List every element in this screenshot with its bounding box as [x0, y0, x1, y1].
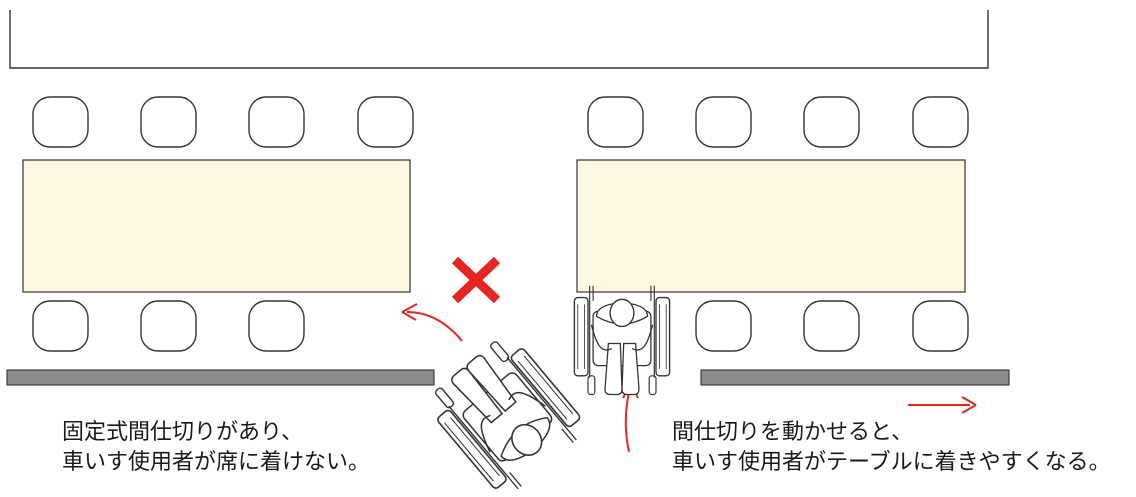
- wheelchair-user-icon: [421, 329, 591, 497]
- blocked-route-arrow: [401, 303, 463, 342]
- caption-line: 固定式間仕切りがあり、: [62, 420, 304, 445]
- chair: [803, 96, 860, 148]
- room-wall: [9, 10, 989, 69]
- caption-fixed-partition: 固定式間仕切りがあり、 車いす使用者が席に着けない。: [62, 418, 370, 478]
- chair: [248, 300, 305, 352]
- right-seating-group: [576, 96, 1010, 386]
- chair: [803, 300, 860, 352]
- chair: [140, 300, 197, 352]
- left-seating-group: [6, 96, 435, 386]
- partition-slide-arrow: [908, 396, 977, 414]
- left-table: [22, 159, 411, 293]
- chair: [912, 96, 969, 148]
- right-table: [576, 159, 966, 293]
- chair: [357, 96, 414, 148]
- wheelchair-user-icon: [573, 285, 671, 396]
- caption-line: 車いす使用者が席に着けない。: [62, 450, 371, 475]
- chair: [912, 300, 969, 352]
- chair: [32, 300, 89, 352]
- caption-line: 間仕切りを動かせると、: [672, 420, 914, 445]
- chair: [695, 96, 752, 148]
- right-bottom-chairs: [695, 300, 969, 352]
- left-top-chairs: [32, 96, 414, 148]
- left-bottom-chairs: [32, 300, 305, 352]
- chair: [695, 300, 752, 352]
- caption-movable-partition: 間仕切りを動かせると、 車いす使用者がテーブルに着きやすくなる。: [672, 418, 1111, 478]
- movable-partition: [700, 369, 1010, 386]
- fixed-partition: [6, 369, 435, 386]
- right-top-chairs: [587, 96, 969, 148]
- cross-mark-icon: [451, 256, 501, 304]
- chair: [140, 96, 197, 148]
- chair: [248, 96, 305, 148]
- chair: [587, 96, 644, 148]
- chair: [32, 96, 89, 148]
- caption-line: 車いす使用者がテーブルに着きやすくなる。: [672, 450, 1111, 475]
